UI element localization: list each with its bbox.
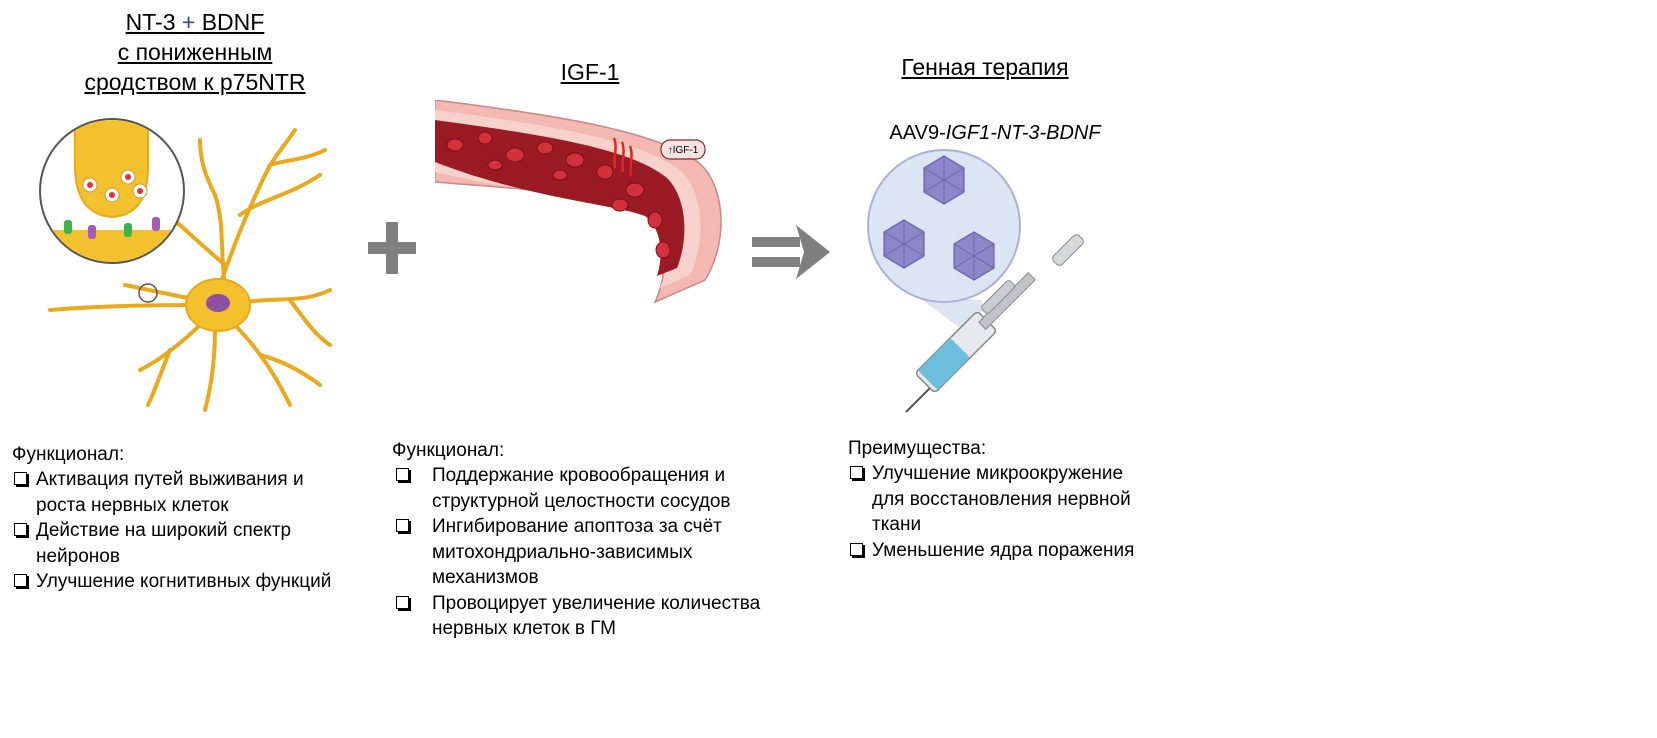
col2-functions: Функционал: Поддержание кровообращения и… <box>392 438 812 642</box>
aav-syringe-illustration <box>867 149 1084 413</box>
nt3-bdnf-title: NT-3 + BDNF с пониженным сродством к p75… <box>40 7 350 97</box>
checkbox-icon <box>396 468 409 481</box>
col3-list-heading: Преимущества: <box>848 438 987 459</box>
list-item: Активация путей выживания и роста нервны… <box>12 467 342 518</box>
vector-label: AAV9-IGF1-NT-3-BDNF <box>860 122 1130 145</box>
nt3-label: NT-3 <box>125 9 176 35</box>
list-item: Действие на широкий спектр нейронов <box>12 518 342 569</box>
double-arrow-icon <box>752 225 830 279</box>
checkbox-icon <box>14 523 27 536</box>
col1-list-heading: Функционал: <box>12 444 125 465</box>
title-plus-sign: + <box>181 9 196 35</box>
list-item: Ингибирование апоптоза за счёт митохондр… <box>392 514 792 591</box>
col1-list: Активация путей выживания и роста нервны… <box>12 467 342 595</box>
col1-functions: Функционал: Активация путей выживания и … <box>12 442 342 595</box>
gene-therapy-title: Генная терапия <box>901 54 1069 80</box>
title-line-2: с пониженным <box>117 39 273 65</box>
col2-list: Поддержание кровообращения и структурной… <box>392 463 792 642</box>
col3-list: Улучшение микроокружение для восстановле… <box>848 461 1148 563</box>
vessel-tag: ↑IGF-1 <box>668 145 699 156</box>
list-item: Провоцирует увеличение количества нервны… <box>392 591 792 642</box>
vector-genes: IGF1-NT-3-BDNF <box>945 122 1101 144</box>
col2-list-heading: Функционал: <box>392 440 505 461</box>
bdnf-label: BDNF <box>201 9 265 35</box>
checkbox-icon <box>396 595 409 609</box>
neuron-synapse-icon <box>39 118 332 412</box>
plus-icon <box>368 222 416 274</box>
col3-advantages: Преимущества: Улучшение микроокружение д… <box>848 436 1158 563</box>
igf1-title: IGF-1 <box>560 59 620 85</box>
checkbox-icon <box>850 542 863 556</box>
checkbox-icon <box>850 466 863 479</box>
blood-vessel-icon: ↑IGF-1 <box>435 100 722 304</box>
vector-prefix: AAV9- <box>889 122 946 144</box>
syringe-icon <box>905 234 1084 413</box>
checkbox-icon <box>14 574 27 587</box>
list-item: Уменьшение ядра поражения <box>848 538 1148 564</box>
title-line-3: сродством к p75NTR <box>84 69 306 95</box>
checkbox-icon <box>396 519 409 532</box>
checkbox-icon <box>14 472 27 485</box>
list-item: Улучшение микроокружение для восстановле… <box>848 461 1148 538</box>
list-item: Улучшение когнитивных функций <box>12 569 342 595</box>
list-item: Поддержание кровообращения и структурной… <box>392 463 792 514</box>
